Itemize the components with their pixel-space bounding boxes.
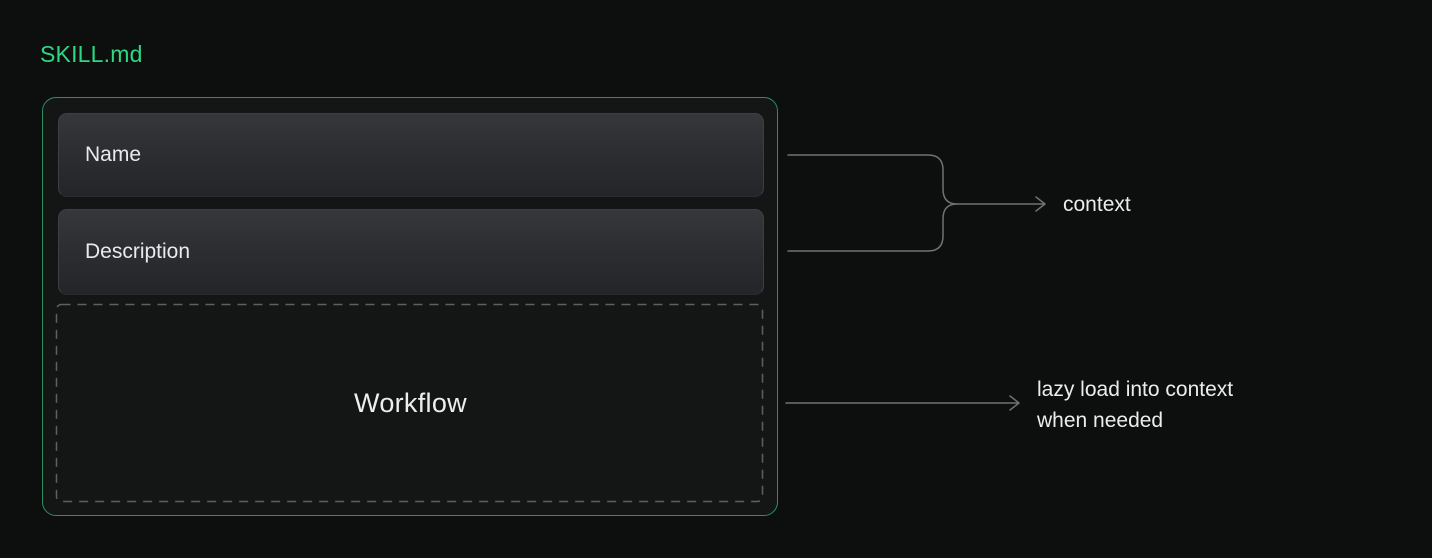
workflow-section: Workflow (57, 305, 764, 501)
lazy-load-arrow-icon (785, 395, 1020, 411)
lazy-load-label: lazy load into context when needed (1037, 378, 1234, 432)
context-label: context (1063, 193, 1131, 216)
name-field-label: Name (85, 143, 142, 166)
brace-connector (787, 154, 958, 252)
skill-card: Name Description Workflow (42, 97, 778, 516)
name-field: Name (58, 113, 764, 197)
skill-md-title: SKILL.md (40, 41, 143, 67)
workflow-label: Workflow (354, 387, 467, 418)
description-field: Description (58, 209, 764, 295)
description-field-label: Description (85, 240, 191, 263)
context-arrow-icon (956, 196, 1046, 212)
